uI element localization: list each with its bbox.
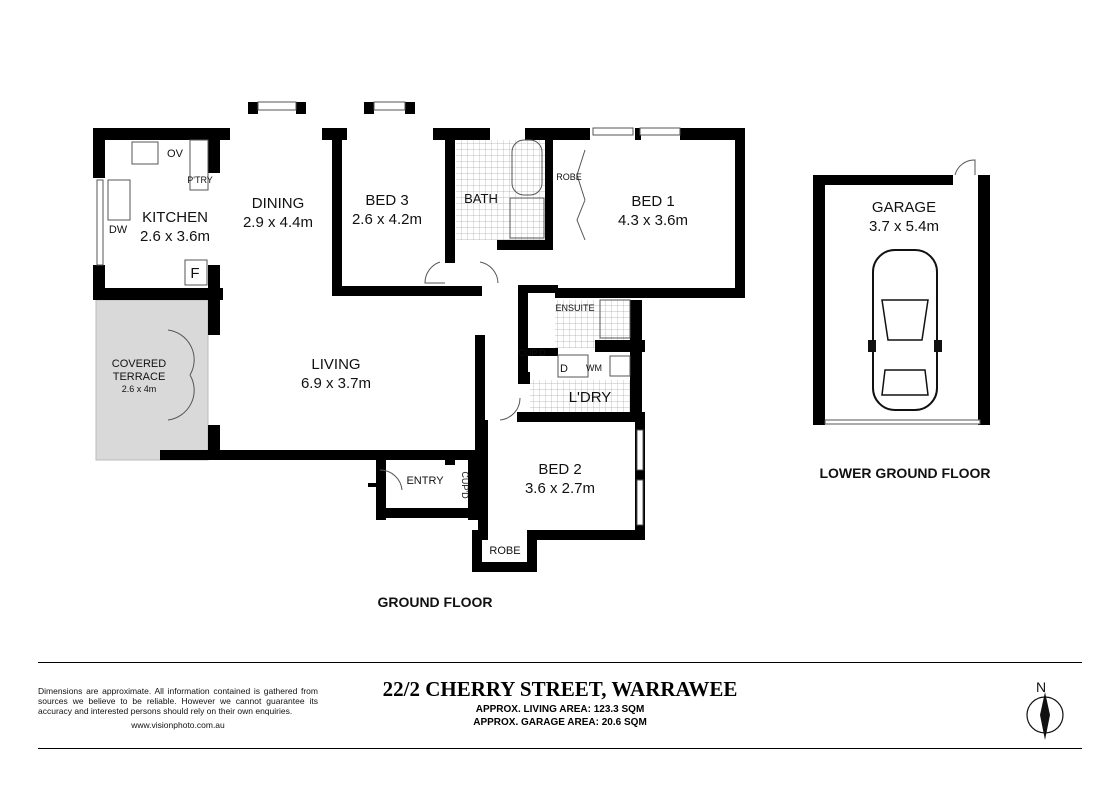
- website-text: www.visionphoto.com.au: [131, 720, 225, 730]
- kitchen-label: KITCHEN: [142, 209, 208, 226]
- footer-bottom-rule: [38, 748, 1082, 749]
- bed2-size: 3.6 x 2.7m: [525, 480, 595, 497]
- bath-tiles: [456, 140, 548, 240]
- ensuite-label: ENSUITE: [555, 303, 594, 313]
- washing-machine-label: WM: [586, 363, 602, 373]
- windows-and-doors: [96, 101, 981, 526]
- entry-label: ENTRY: [406, 475, 444, 487]
- kitchen-size: 2.6 x 3.6m: [140, 228, 210, 245]
- ground-floor-title: GROUND FLOOR: [377, 594, 492, 610]
- dining-label: DINING: [252, 195, 305, 212]
- bed1-label: BED 1: [631, 193, 674, 210]
- disclaimer-text: Dimensions are approximate. All informat…: [38, 686, 318, 716]
- bed3-label: BED 3: [365, 192, 408, 209]
- fridge-label: F: [190, 265, 199, 282]
- oven-label: OV: [167, 148, 184, 160]
- dishwasher-label: DW: [109, 224, 128, 236]
- living-area-text: APPROX. LIVING AREA: 123.3 SQM: [475, 704, 645, 715]
- north-compass-icon: N: [1026, 679, 1064, 740]
- covered-terrace-area: [95, 299, 209, 461]
- pantry-label: P'TRY: [187, 175, 213, 185]
- terrace-label-1: COVERED: [112, 358, 166, 370]
- terrace-size: 2.6 x 4m: [122, 384, 157, 394]
- property-address: 22/2 CHERRY STREET, WARRAWEE: [382, 677, 738, 701]
- living-label: LIVING: [311, 356, 360, 373]
- walls: [93, 102, 990, 572]
- bath-label: BATH: [464, 191, 498, 206]
- dining-size: 2.9 x 4.4m: [243, 214, 313, 231]
- car-icon: [868, 249, 942, 411]
- robe2-label: ROBE: [489, 545, 520, 557]
- compass-north-label: N: [1036, 679, 1046, 695]
- bed2-label: BED 2: [538, 461, 581, 478]
- laundry-tiles: [530, 380, 640, 415]
- garage-area-text: APPROX. GARAGE AREA: 20.6 SQM: [473, 717, 647, 728]
- entry-cupboard-label: CUP'D: [460, 471, 470, 499]
- robe-label: ROBE: [556, 172, 582, 182]
- garage-label: GARAGE: [872, 199, 936, 216]
- laundry-label: L'DRY: [569, 389, 612, 406]
- bed3-size: 2.6 x 4.2m: [352, 211, 422, 228]
- bed1-size: 4.3 x 3.6m: [618, 212, 688, 229]
- cupboard-label: CUP'D: [518, 348, 546, 358]
- footer-top-rule: [38, 662, 1082, 663]
- dryer-label: D: [560, 363, 568, 375]
- terrace-label-2: TERRACE: [113, 371, 166, 383]
- lower-ground-floor-title: LOWER GROUND FLOOR: [819, 465, 990, 481]
- living-size: 6.9 x 3.7m: [301, 375, 371, 392]
- garage-size: 3.7 x 5.4m: [869, 218, 939, 235]
